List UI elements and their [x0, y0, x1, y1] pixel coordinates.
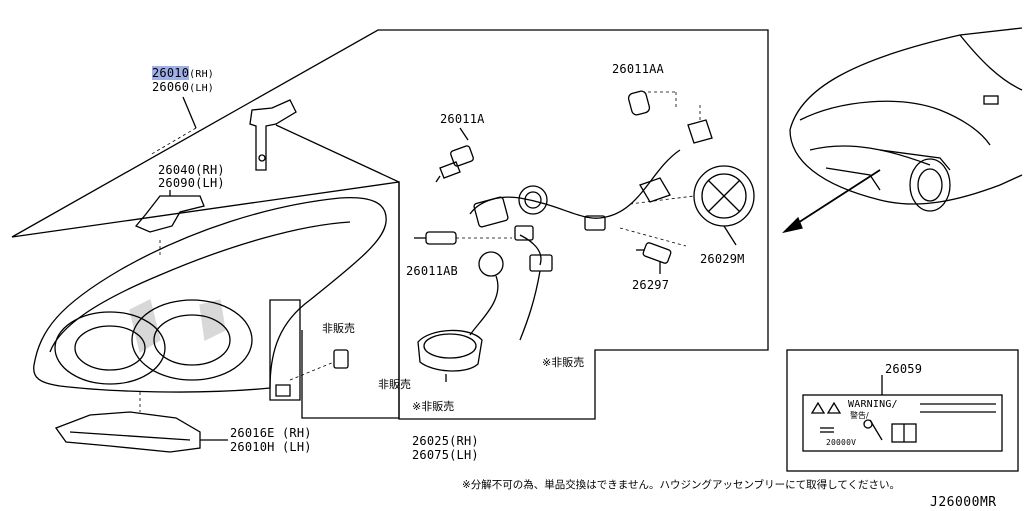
- bulb-26297: [619, 227, 687, 274]
- lower-lamp-part-rh: 26016E (RH): [230, 426, 312, 440]
- lower-lamp: [54, 411, 228, 453]
- not-sold-note-bulb: 非販売: [378, 378, 411, 391]
- grommet: [289, 349, 349, 381]
- part-number-26060: 26060: [152, 80, 190, 94]
- housing-leader: [182, 96, 197, 129]
- bulb-part-26011aa: 26011AA: [612, 62, 664, 76]
- vehicle-sketch: [781, 27, 1023, 234]
- diagram-code: J26000MR: [930, 495, 997, 510]
- bulb-part-26297: 26297: [632, 278, 670, 292]
- warning-text-jp: 警告/: [850, 411, 869, 420]
- bracket-part-lh: 26090(LH): [158, 176, 225, 190]
- ballast: [417, 329, 483, 382]
- housing-part-number-rh: 26010(RH): [152, 66, 214, 82]
- upper-bracket: [249, 99, 297, 171]
- ballast-part-lh: 26075(LH): [412, 448, 479, 462]
- headlamp-housing: [33, 196, 387, 412]
- cap-26029m: [629, 165, 755, 246]
- bracket-part-rh: 26040(RH): [158, 163, 225, 177]
- label-part-26059: 26059: [885, 362, 923, 376]
- voltage-text: 20000V: [826, 438, 857, 447]
- cap-part-26029m: 26029M: [700, 252, 745, 266]
- side-bracket: [134, 190, 205, 258]
- not-sold-note-ballast: ※非販売: [412, 400, 455, 413]
- assembly-frame: [11, 29, 769, 420]
- housing-part-number-lh: 26060(LH): [152, 80, 214, 96]
- ballast-part-rh: 26025(RH): [412, 434, 479, 448]
- lower-lamp-part-lh: 26010H (LH): [230, 440, 312, 454]
- bulb-26011ab: [414, 231, 512, 245]
- bulb-26011a: [435, 127, 474, 183]
- bulb-part-26011ab: 26011AB: [406, 264, 458, 278]
- footnote: ※分解不可の為、単品交換はできません。ハウジングアッセンブリーにて取得してくださ…: [462, 479, 901, 491]
- bulb-part-26011a: 26011A: [440, 112, 485, 126]
- igniter: [469, 251, 553, 341]
- not-sold-note-grommet: 非販売: [322, 322, 355, 335]
- not-sold-note-igniter: ※非販売: [542, 356, 585, 369]
- warning-label-box: [786, 349, 1019, 472]
- inner-frame: [275, 124, 400, 419]
- side-rh: (RH): [189, 69, 215, 80]
- bulb-26011aa: [627, 90, 677, 116]
- part-number-26010: 26010: [152, 66, 190, 80]
- warning-text: WARNING/: [848, 399, 898, 410]
- wiring-harness: [469, 105, 713, 266]
- side-lh: (LH): [189, 83, 215, 94]
